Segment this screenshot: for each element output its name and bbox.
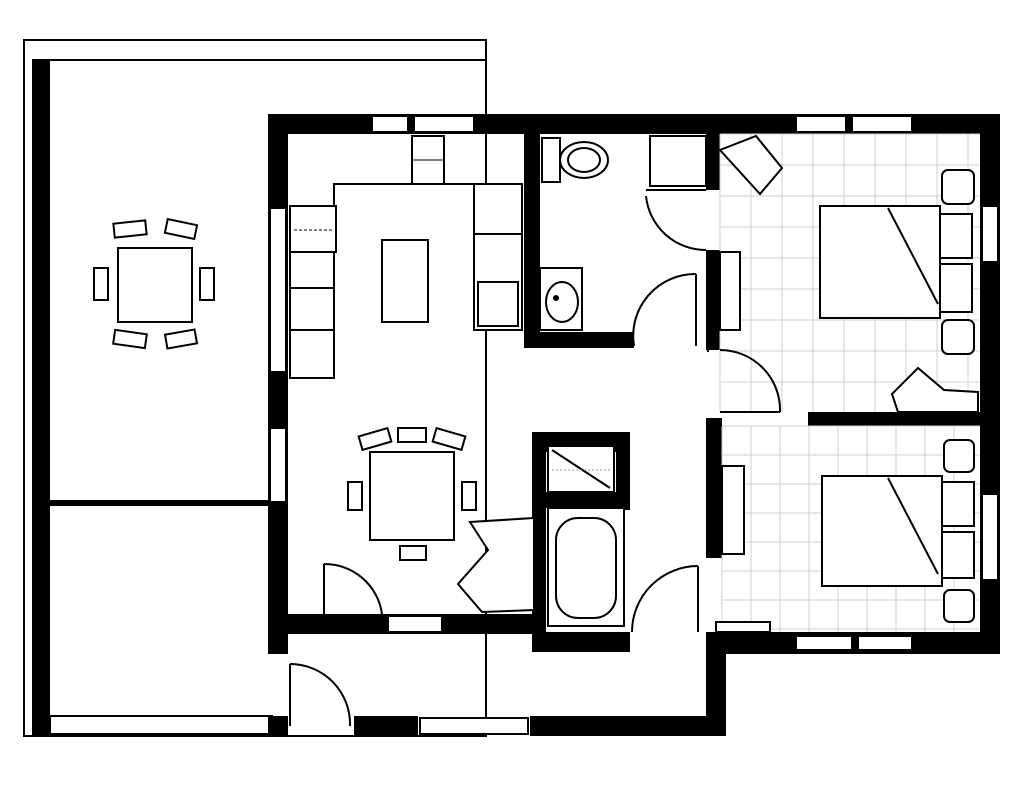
wall-left-upper — [268, 114, 288, 654]
wall-bedroom-left-mid — [706, 250, 720, 350]
door-swing — [719, 349, 782, 413]
bed-cover-fold — [887, 207, 939, 305]
nightstand — [941, 169, 975, 205]
door-swing — [645, 195, 707, 252]
dining-set — [347, 426, 477, 561]
patio-table — [117, 247, 193, 323]
pillow — [939, 213, 973, 259]
washbasin-drain — [553, 295, 559, 301]
door-swing — [631, 565, 699, 633]
wall-bath-right — [616, 432, 630, 510]
window — [857, 635, 913, 651]
window — [371, 115, 409, 133]
shower-diagonal — [551, 449, 611, 489]
wardrobe — [721, 465, 745, 555]
dining-chair — [347, 481, 363, 511]
window — [795, 635, 853, 651]
windows — [269, 115, 999, 735]
bed-cover-fold — [887, 477, 939, 575]
patio-dining-set — [93, 217, 215, 350]
bed — [821, 475, 943, 587]
pillow — [941, 531, 975, 579]
dining-chair — [431, 426, 467, 452]
patio-chair — [93, 267, 109, 301]
bar-counter — [456, 516, 535, 614]
armchair — [890, 366, 979, 413]
kitchen-island — [381, 239, 429, 323]
wall-entry-left-stub — [268, 716, 288, 736]
patio-edge-wall — [32, 60, 50, 736]
nightstand — [943, 439, 975, 473]
window — [269, 207, 287, 373]
desk-corner — [718, 134, 784, 196]
window — [981, 493, 999, 581]
dining-chair — [461, 481, 477, 511]
kitchen — [289, 135, 523, 379]
dining-chair — [399, 545, 427, 561]
wardrobe — [719, 251, 741, 331]
window — [269, 427, 287, 503]
patio-bottom-rail — [49, 715, 273, 735]
nightstand — [941, 319, 975, 355]
door-swing — [323, 562, 383, 615]
toilet-cabinet — [649, 135, 707, 187]
wall-entry-right — [706, 632, 726, 736]
door-swing — [289, 663, 352, 727]
patio — [23, 39, 487, 737]
bedroom-1 — [718, 134, 979, 413]
wall-toilet-left — [524, 134, 540, 348]
patio-chair — [163, 217, 199, 241]
washbasin-bowl — [545, 281, 579, 323]
wall-bedroom-left-upper — [706, 134, 720, 190]
window — [981, 205, 999, 263]
wall-bath-bottom — [532, 632, 630, 652]
dining-table — [369, 451, 455, 541]
wall-bedroom-left-lower — [706, 418, 722, 558]
wall-entry-bottom-left — [354, 716, 418, 736]
window — [387, 615, 443, 633]
patio-chair — [199, 267, 215, 301]
door-swing — [632, 272, 697, 347]
window — [795, 115, 847, 133]
dining-chair — [397, 427, 427, 443]
dining-chair — [357, 426, 393, 452]
patio-outline — [23, 39, 487, 737]
pillow — [941, 481, 975, 527]
window — [413, 115, 475, 133]
patio-chair — [112, 328, 148, 350]
nightstand — [943, 589, 975, 623]
toilet-room — [539, 135, 707, 331]
kitchen-cooktop — [289, 205, 337, 253]
wall-entry-bottom — [530, 716, 726, 736]
kitchen-counter-left — [289, 251, 335, 379]
wall-bedroom-divider — [808, 412, 980, 426]
doors — [289, 189, 782, 727]
pillow — [939, 263, 973, 313]
wall-bath-left — [532, 432, 546, 652]
bedroom-2 — [715, 439, 975, 633]
window — [851, 115, 913, 133]
patio-chair — [112, 219, 148, 239]
toilet-tank — [541, 137, 561, 183]
wall-bath-mid — [532, 492, 630, 508]
kitchen-sink — [477, 281, 519, 327]
bed — [819, 205, 941, 319]
shelf — [715, 621, 771, 633]
patio-chair — [163, 328, 199, 350]
bathtub-basin — [555, 517, 617, 619]
toilet-bowl-inner — [567, 147, 601, 173]
window — [419, 717, 529, 735]
patio-divider — [50, 500, 270, 506]
bathroom — [547, 445, 625, 627]
wall-toilet-bottom — [524, 332, 634, 348]
